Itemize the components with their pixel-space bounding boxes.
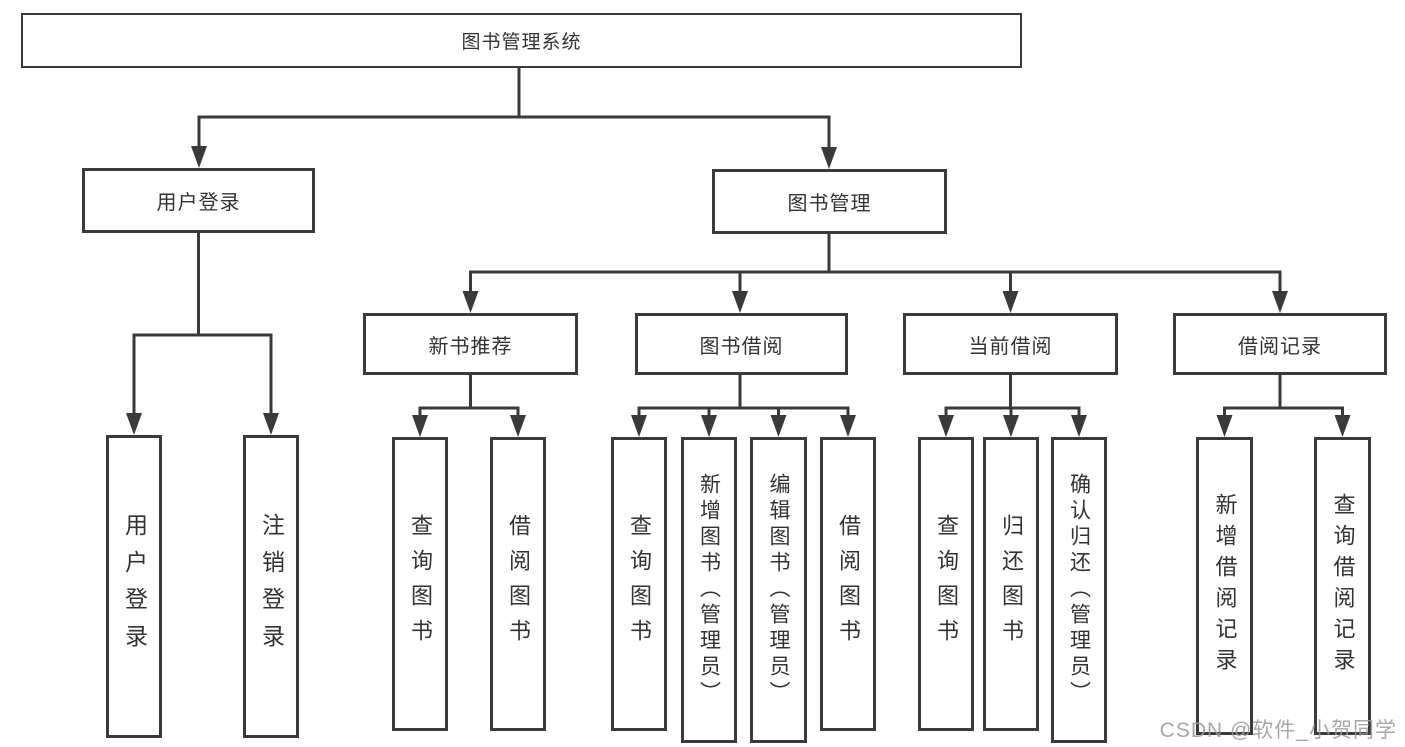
node-label: 查询图书 [934, 514, 959, 654]
arrowhead-icons [126, 146, 1351, 437]
node-label: 归还图书 [999, 514, 1024, 654]
node-new-book-recommendation: 新书推荐 [363, 313, 578, 375]
node-label: 注销登录 [258, 512, 285, 661]
node-label: 借阅图书 [506, 514, 531, 654]
node-label: 新增图书（管理员） [697, 473, 721, 707]
leaf-query-borrow-record: 查询借阅记录 [1314, 437, 1371, 735]
node-label: 查询借阅记录 [1330, 493, 1356, 679]
leaf-borrow-books-recommend: 借阅图书 [490, 437, 546, 731]
leaf-borrow-books: 借阅图书 [820, 437, 876, 731]
leaf-logout: 注销登录 [243, 435, 299, 738]
leaf-user-login: 用户登录 [106, 435, 162, 738]
leaf-query-books-recommend: 查询图书 [392, 437, 448, 731]
node-borrowing-records: 借阅记录 [1173, 313, 1387, 375]
node-label: 图书借阅 [699, 335, 784, 358]
node-current-borrowing: 当前借阅 [903, 313, 1118, 375]
leaf-edit-books-admin: 编辑图书（管理员） [750, 437, 807, 743]
node-label: 查询图书 [627, 514, 652, 654]
node-label: 借阅图书 [836, 514, 861, 654]
leaf-query-books-borrow: 查询图书 [611, 437, 667, 731]
node-user-login: 用户登录 [82, 168, 315, 233]
node-book-borrowing: 图书借阅 [635, 313, 848, 375]
node-label: 确认归还（管理员） [1067, 473, 1091, 707]
leaf-query-books-current: 查询图书 [918, 437, 974, 731]
node-label: 用户登录 [121, 512, 148, 661]
node-book-management: 图书管理 [712, 169, 947, 234]
leaf-confirm-return-admin: 确认归还（管理员） [1051, 437, 1107, 743]
node-label: 借阅记录 [1238, 335, 1322, 358]
csdn-watermark: CSDN @软件_小贺同学 [1159, 719, 1397, 742]
node-library-management-system: 图书管理系统 [21, 13, 1022, 68]
node-label: 图书管理 [787, 193, 872, 215]
node-label: 图书管理系统 [461, 32, 582, 53]
leaf-add-borrow-record: 新增借阅记录 [1196, 437, 1253, 735]
node-label: 用户登录 [156, 192, 241, 214]
node-label: 编辑图书（管理员） [767, 473, 790, 707]
node-label: 新书推荐 [428, 335, 513, 358]
leaf-return-books: 归还图书 [983, 437, 1039, 731]
node-label: 查询图书 [408, 514, 433, 654]
node-label: 当前借阅 [968, 335, 1053, 358]
node-label: 新增借阅记录 [1212, 493, 1238, 679]
leaf-add-books-admin: 新增图书（管理员） [681, 437, 737, 743]
